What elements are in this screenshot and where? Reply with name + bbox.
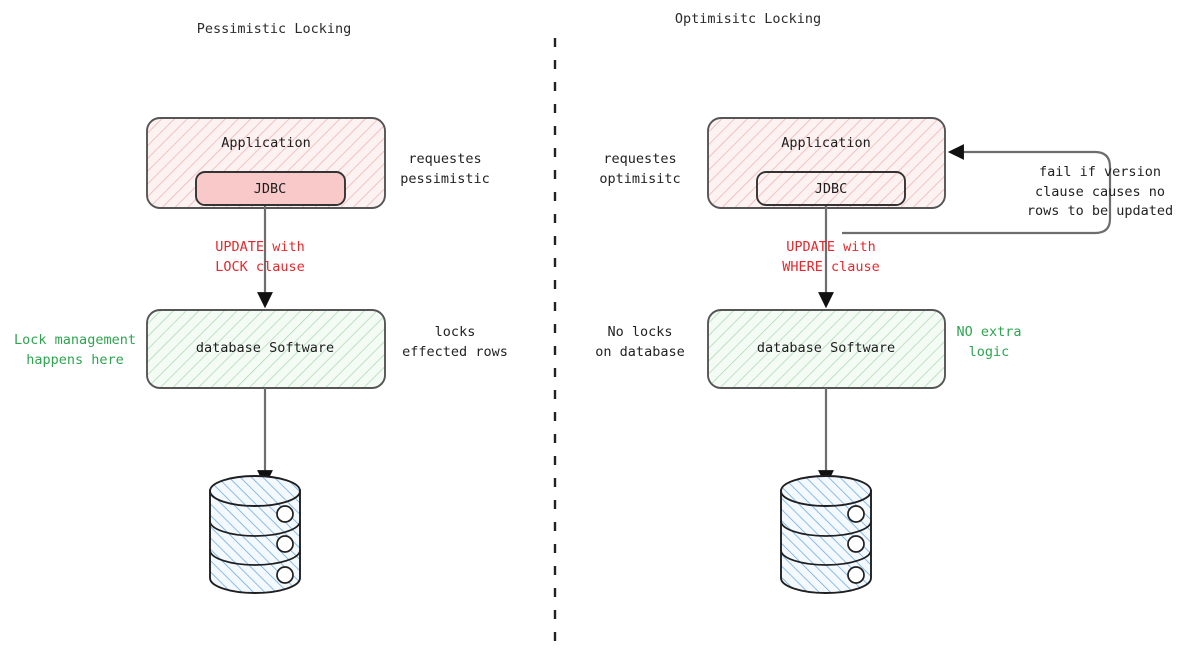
right-jdbc-box [756,171,906,206]
left-panel-title: Pessimistic Locking [196,21,352,37]
right-note-no-locks: No locks on database [595,324,685,360]
left-note-update: UPDATE with LOCK clause [215,239,305,275]
left-database-software-label: database Software [195,340,335,356]
right-database-software-label: database Software [756,340,896,356]
right-panel-title: Optimisitc Locking [674,11,822,27]
right-jdbc-label: JDBC [814,181,848,197]
right-note-update: UPDATE with WHERE clause [782,239,880,275]
right-feedback-arrow [842,144,1112,235]
right-note-fail-version-clause: fail if version clause causes no rows to… [1026,164,1174,220]
left-application-label: Application [221,135,311,151]
right-application-label: Application [781,135,871,151]
left-note-requests: requestes pessimistic [400,151,490,187]
left-note-lock-management: Lock management happens here [14,332,136,368]
left-jdbc-label: JDBC [253,181,287,197]
left-note-locks-effected-rows: locks effected rows [402,324,508,360]
right-note-requests: requestes optimisitc [599,151,681,187]
right-database-cylinder [780,475,872,594]
right-note-no-extra-logic: NO extra logic [956,324,1022,360]
left-database-cylinder [209,475,301,594]
left-jdbc-box [195,171,346,206]
